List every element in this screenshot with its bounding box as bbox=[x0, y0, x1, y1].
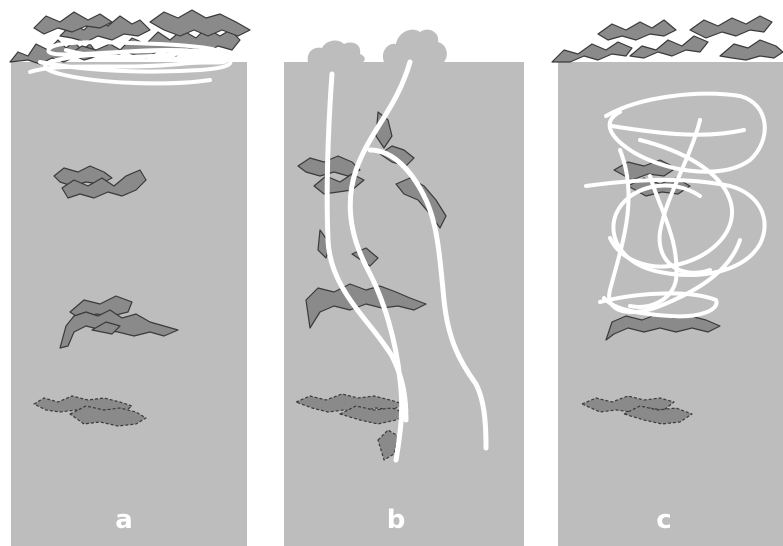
surface-clods-b bbox=[308, 30, 447, 62]
panel-b: b bbox=[284, 30, 524, 546]
panel-label-c: c bbox=[656, 505, 671, 535]
panel-label-a: a bbox=[115, 505, 133, 535]
panel-a: a bbox=[10, 10, 250, 546]
panel-label-b: b bbox=[387, 505, 406, 535]
surface-residue-c bbox=[552, 16, 783, 62]
panel-c: c bbox=[552, 16, 783, 546]
